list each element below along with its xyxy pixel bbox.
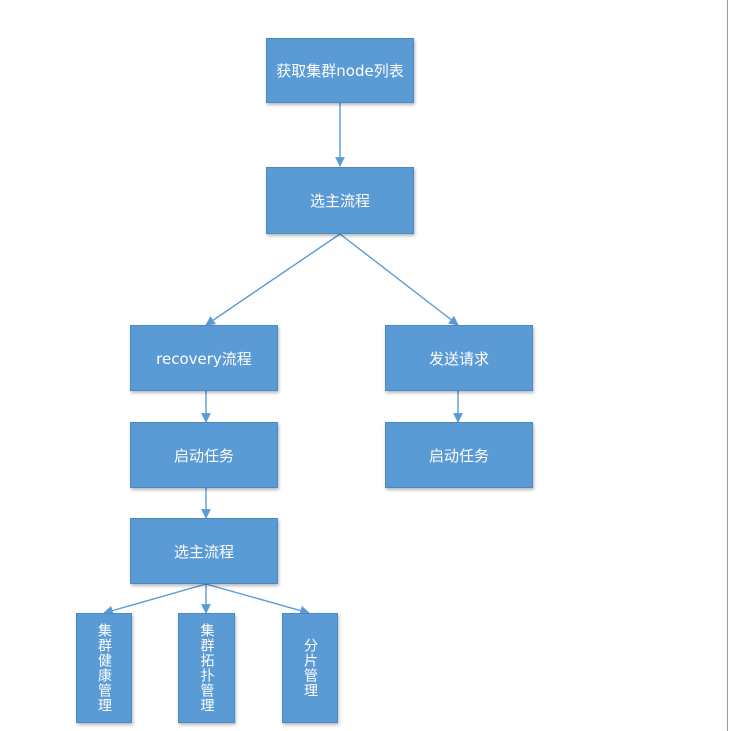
image-right-border <box>727 0 728 731</box>
edge-elect-to-send-request <box>339 233 459 326</box>
node-get-cluster-nodes: 获取集群node列表 <box>266 38 414 103</box>
node-cluster-health-management: 集群健康管理 <box>76 613 132 723</box>
node-cluster-topology-management: 集群拓扑管理 <box>178 613 235 723</box>
node-start-task-right: 启动任务 <box>385 422 533 488</box>
node-shard-management: 分片管理 <box>282 613 338 723</box>
edge-elect-to-shard <box>205 583 310 616</box>
node-start-task-left: 启动任务 <box>130 422 278 488</box>
edge-elect-to-recovery <box>205 233 341 326</box>
node-elect-master-top: 选主流程 <box>266 167 414 234</box>
edge-elect-to-health <box>103 583 207 616</box>
node-send-request: 发送请求 <box>385 325 533 391</box>
node-elect-master-bottom: 选主流程 <box>130 518 278 584</box>
node-recovery-process: recovery流程 <box>130 325 278 391</box>
